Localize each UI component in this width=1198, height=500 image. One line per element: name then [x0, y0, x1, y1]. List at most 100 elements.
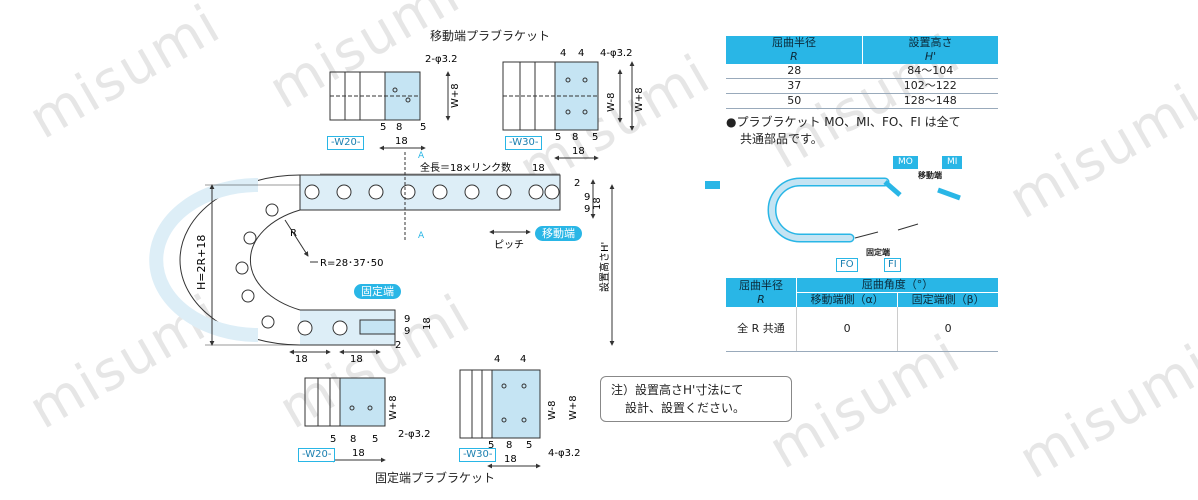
dim-5: 5 — [526, 440, 532, 451]
dim-9: 9 — [584, 204, 590, 215]
dim-18: 18 — [572, 146, 585, 157]
watermark: misumi — [998, 71, 1198, 232]
table2-cell: 0 — [897, 307, 998, 352]
dim-hole-2: 2-φ3.2 — [425, 54, 457, 65]
table-row: 28 84～104 — [726, 64, 998, 79]
dim-9: 9 — [584, 192, 590, 203]
dim-18: 18 — [352, 448, 365, 459]
cable-chain-drawing: 移動端プラブラケット 2-φ3.2 W+8 5 8 5 18 4 4 4-φ3.… — [149, 28, 720, 485]
dim-2: 2 — [395, 340, 401, 351]
table1-header-r-main: 屈曲半径 — [772, 36, 816, 49]
bracket-w20-fixed — [304, 377, 386, 427]
dim-w-plus-8: W+8 — [568, 395, 579, 420]
mini-label-mo: MO — [893, 156, 918, 169]
dim-4: 4 — [578, 48, 584, 59]
tag-w20-moving: -W20- — [327, 136, 365, 150]
table1-header-h-sub: H' — [924, 50, 937, 63]
dim-8: 8 — [396, 122, 402, 133]
dim-w-minus-8: W-8 — [606, 93, 617, 112]
tag-w30-moving: -W30- — [505, 136, 543, 150]
dim-5: 5 — [420, 122, 426, 133]
table2-header-moving: 移動端側（α） — [796, 292, 899, 307]
radius-label: R=28･37･50 — [320, 258, 384, 269]
dim-5: 5 — [488, 440, 494, 451]
common-parts-note-line1: ●プラブラケット MO、MI、FO、FI は全て — [726, 115, 961, 129]
bend-angle-table: 屈曲半径 R 屈曲角度（°） 移動端側（α） 固定端側（β） 全 R 共通 0 … — [726, 278, 998, 352]
common-parts-note: ●プラブラケット MO、MI、FO、FI は全て 共通部品です。 — [726, 114, 961, 148]
dim-5: 5 — [330, 434, 336, 445]
table2-header-r-sub: R — [757, 292, 765, 306]
dim-w-plus-8: W+8 — [450, 83, 461, 108]
dim-18: 18 — [350, 354, 363, 365]
dim-5: 5 — [372, 434, 378, 445]
section-a-top: A — [418, 151, 425, 161]
table2-header-r: 屈曲半径 R — [726, 278, 797, 307]
table1-cell: 102～122 — [862, 78, 998, 94]
table-row: 37 102～122 — [726, 78, 998, 94]
dim-18: 18 — [295, 354, 308, 365]
table1-cell: 128～148 — [862, 93, 998, 109]
table1-cell: 84～104 — [862, 64, 998, 79]
dim-hole-2: 2-φ3.2 — [398, 429, 430, 440]
mini-label-fi: FI — [884, 258, 901, 272]
dim-18: 18 — [504, 454, 517, 465]
mini-label-fixed: 固定端 — [866, 248, 890, 257]
dim-18: 18 — [422, 317, 433, 330]
table2-header-angle: 屈曲角度（°） — [796, 278, 998, 293]
dim-5: 5 — [592, 132, 598, 143]
install-note-line1: 注）設置高さH'寸法にて — [611, 383, 744, 397]
mini-label-mi: MI — [942, 156, 963, 169]
total-length-label: 全長＝18×リンク数 — [420, 161, 511, 174]
h-label: H=2R+18 — [195, 235, 208, 290]
chain-links — [235, 184, 560, 336]
dim-w-plus-8: W+8 — [634, 87, 645, 112]
tag-w20-fixed: -W20- — [298, 448, 336, 462]
table2-cell: 全 R 共通 — [726, 307, 797, 352]
dim-5: 5 — [380, 122, 386, 133]
table2-header-r-main: 屈曲半径 — [739, 278, 783, 292]
table1-cell: 50 — [726, 93, 863, 109]
moving-end-label: 移動端 — [535, 226, 582, 241]
dim-w-plus-8: W+8 — [388, 395, 399, 420]
dim-w-minus-8: W-8 — [547, 401, 558, 420]
fixed-end-label: 固定端 — [354, 284, 401, 299]
section-a-bottom: A — [418, 231, 425, 241]
install-note: 注）設置高さH'寸法にて 設計、設置ください。 — [600, 376, 792, 422]
dim-18: 18 — [395, 136, 408, 147]
bend-angle-diagram — [767, 177, 961, 243]
dim-2: 2 — [574, 178, 580, 189]
table-row: 50 128～148 — [726, 93, 998, 109]
moving-bracket-title: 移動端プラブラケット — [430, 28, 550, 43]
bracket-w30-moving — [502, 61, 599, 131]
dim-5: 5 — [555, 132, 561, 143]
table-row: 全 R 共通 0 0 — [726, 307, 998, 352]
dim-9: 9 — [404, 326, 410, 337]
mini-label-moving: 移動端 — [918, 171, 942, 180]
table1-cell: 28 — [726, 64, 863, 79]
pitch-label: ピッチ — [494, 239, 524, 251]
dim-4: 4 — [560, 48, 566, 59]
mini-label-fo: FO — [836, 258, 858, 272]
dim-hole-4: 4-φ3.2 — [548, 448, 580, 459]
dim-8: 8 — [506, 440, 512, 451]
watermark: misumi — [1008, 331, 1198, 492]
table2-header-fixed: 固定端側（β） — [911, 293, 985, 306]
tag-w30-fixed: -W30- — [459, 448, 497, 462]
dim-9: 9 — [404, 314, 410, 325]
common-parts-note-line2: 共通部品です。 — [740, 132, 823, 146]
dim-hole-4: 4-φ3.2 — [600, 48, 632, 59]
table1-header-r-sub: R — [790, 50, 798, 63]
table2-cell: 0 — [796, 307, 899, 352]
bracket-w30-fixed — [459, 369, 541, 439]
fixed-bracket-title: 固定端プラブラケット — [375, 470, 495, 485]
dim-8: 8 — [572, 132, 578, 143]
table1-header-r: 屈曲半径 R — [726, 36, 863, 64]
bracket-w20-moving — [329, 71, 421, 121]
install-height-label: 設置高さH' — [598, 242, 611, 292]
table1-cell: 37 — [726, 78, 863, 94]
install-note-line2: 設計、設置ください。 — [625, 401, 746, 415]
dim-4: 4 — [520, 354, 526, 365]
dim-18: 18 — [592, 197, 603, 210]
table1-header-h: 設置高さ H' — [863, 36, 999, 64]
dim-4: 4 — [494, 354, 500, 365]
